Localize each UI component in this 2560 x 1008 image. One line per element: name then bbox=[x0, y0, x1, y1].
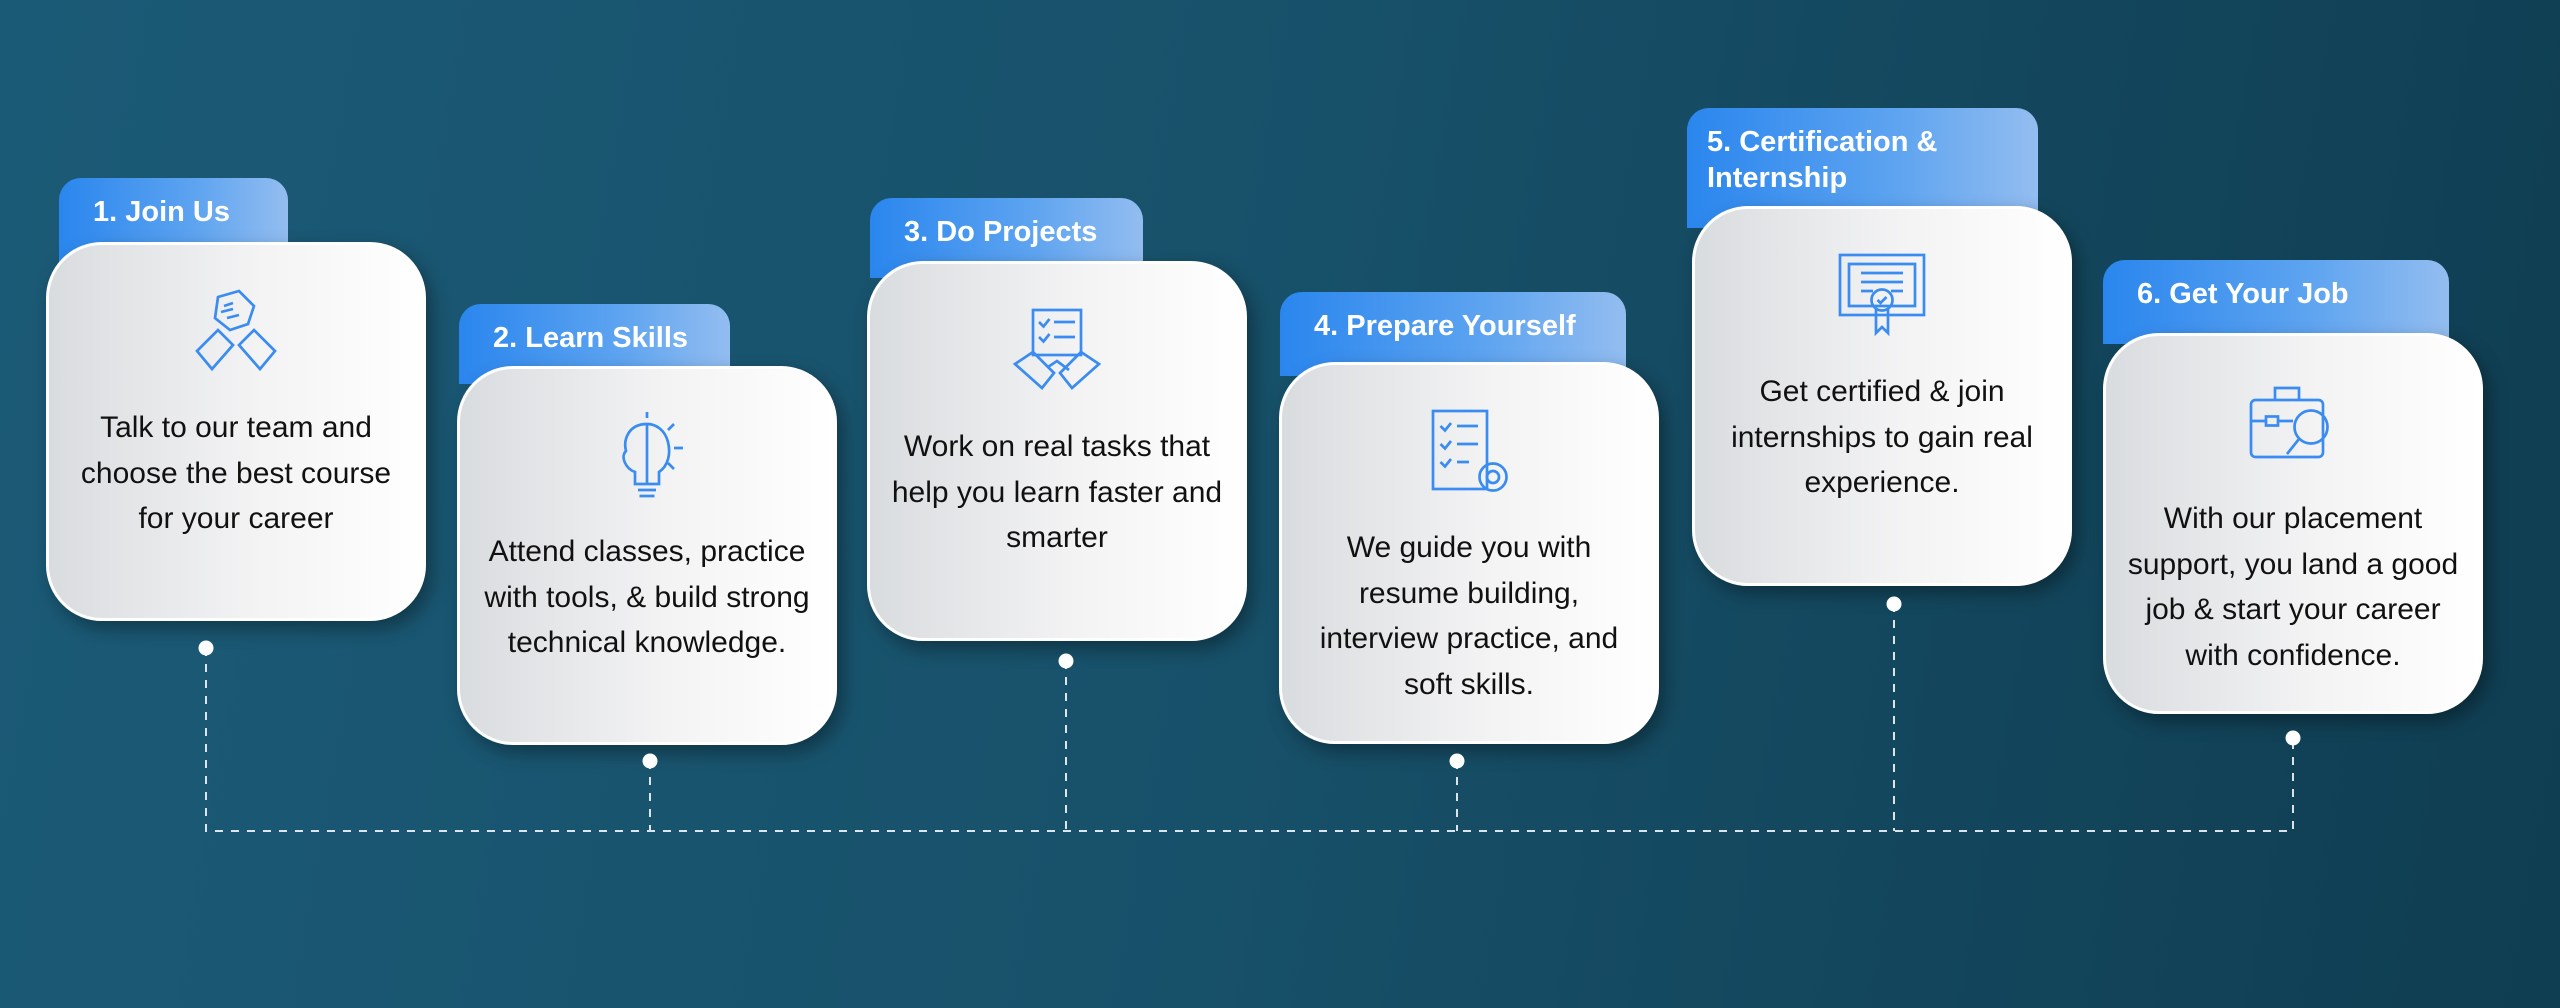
step-2-card: Attend classes, practice with tools, & b… bbox=[457, 366, 837, 745]
step-5-card: Get certified & join internships to gain… bbox=[1692, 206, 2072, 586]
step-5-description: Get certified & join internships to gain… bbox=[1731, 375, 2033, 499]
step-3-card: Work on real tasks that help you learn f… bbox=[867, 261, 1247, 641]
step-4-description: We guide you with resume building, inter… bbox=[1319, 531, 1619, 701]
step-6-card: With our placement support, you land a g… bbox=[2103, 333, 2483, 714]
step-2-description: Attend classes, practice with tools, & b… bbox=[484, 535, 810, 659]
step-3-description: Work on real tasks that help you learn f… bbox=[891, 430, 1223, 554]
step-1-marker bbox=[198, 640, 214, 656]
step-6-marker bbox=[2285, 730, 2301, 746]
step-6-description: With our placement support, you land a g… bbox=[2127, 502, 2459, 672]
step-3-marker bbox=[1058, 653, 1074, 669]
briefcase-search-icon bbox=[2249, 386, 2329, 459]
step-2-marker bbox=[642, 753, 658, 769]
step-1-description: Talk to our team and choose the best cou… bbox=[80, 411, 392, 535]
step-4-marker bbox=[1449, 753, 1465, 769]
step-1-card: Talk to our team and choose the best cou… bbox=[46, 242, 426, 621]
lightbulb-brain-icon bbox=[622, 412, 683, 498]
checklist-handshake-icon bbox=[1012, 308, 1102, 390]
checklist-gear-icon bbox=[1431, 409, 1508, 492]
step-5-marker bbox=[1886, 596, 1902, 612]
step-6-title: 6. Get Your Job bbox=[2103, 260, 2449, 344]
certificate-icon bbox=[1838, 253, 1926, 337]
step-4-card: We guide you with resume building, inter… bbox=[1279, 362, 1659, 744]
handshake-icon bbox=[195, 289, 277, 372]
